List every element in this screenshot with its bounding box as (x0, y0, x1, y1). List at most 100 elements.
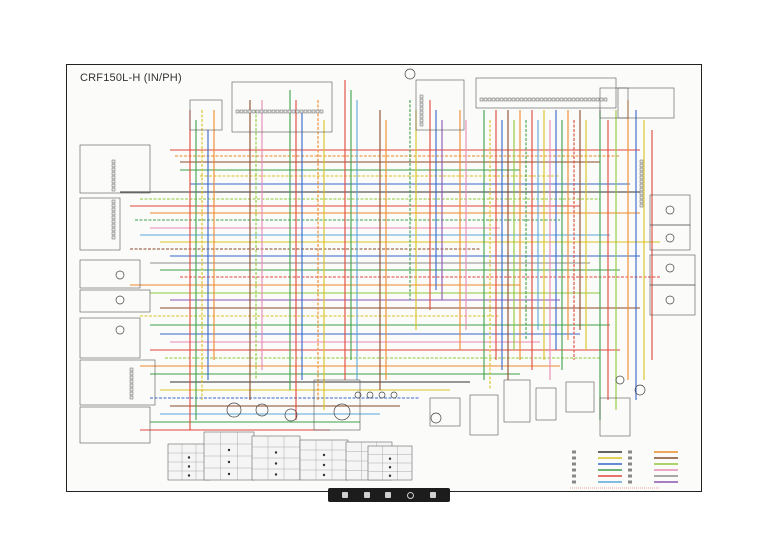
ecu-connector-pin-2 (487, 97, 492, 102)
meter-connector-pin-5 (111, 219, 116, 224)
handlebar-connector-pin-5 (111, 179, 116, 184)
ecu-connector-pin-28 (591, 97, 596, 102)
component-box-23 (469, 394, 499, 436)
ecu-connector-pin-22 (567, 97, 572, 102)
ecu-connector-pin-24 (575, 97, 580, 102)
switch-table-2-dot-1 (274, 462, 278, 465)
zoom-in-icon[interactable] (385, 492, 392, 498)
right-connector-pin-0 (639, 159, 644, 164)
right-connector-pin-10 (639, 199, 644, 204)
component-box-14 (649, 224, 691, 251)
ecu-connector-pin-16 (543, 97, 548, 102)
legend-key-7 (628, 456, 632, 460)
ecu-connector-pin-15 (539, 97, 544, 102)
component-box-22 (429, 397, 461, 427)
switch-connector-pin-14 (291, 109, 296, 114)
switch-connector-pin-6 (259, 109, 264, 114)
switch-connector-pin-19 (311, 109, 316, 114)
lower-switch-connector-pin-0 (129, 367, 134, 372)
switch-connector-pin-20 (315, 109, 320, 114)
diagram-sheet (66, 64, 702, 492)
right-connector-pin-8 (639, 191, 644, 196)
meter-connector-pin-4 (111, 215, 116, 220)
switch-connector-pin-0 (235, 109, 240, 114)
meter-connector-pin-6 (111, 223, 116, 228)
connector-blocks (111, 94, 644, 400)
page-icon[interactable] (341, 492, 348, 498)
switch-table-3-dot-1 (322, 463, 326, 467)
vertical-wires (189, 80, 653, 430)
switch-connector-pin-5 (255, 109, 260, 114)
meter-connector-pin-9 (111, 235, 116, 240)
ecu-connector-pin-13 (531, 97, 536, 102)
switch-connector-pin-11 (279, 109, 284, 114)
meter-connector-pin-8 (111, 231, 116, 236)
ecu-connector-pin-31 (603, 97, 608, 102)
component-circle-9 (115, 325, 125, 335)
horizontal-wires (120, 149, 660, 431)
component-circle-10 (665, 205, 675, 215)
ecu-connector-pin-30 (599, 97, 604, 102)
ecu-connector-pin-10 (519, 97, 524, 102)
legend-key-3 (572, 468, 576, 472)
right-connector-pin-5 (639, 179, 644, 184)
component-box-6 (79, 406, 151, 444)
switch-table-0-dot-1 (187, 465, 191, 468)
switch-connector-pin-3 (247, 109, 252, 114)
ecu-connector-pin-23 (571, 97, 576, 102)
legend-key-1 (572, 456, 576, 460)
lower-switch-connector-pin-5 (129, 387, 134, 392)
ecu-connector-pin-7 (507, 97, 512, 102)
component-circle-16 (366, 391, 374, 399)
ecu-connector-pin-0 (479, 97, 484, 102)
meter-connector-pin-1 (111, 203, 116, 208)
legend-key-10 (628, 474, 632, 478)
switch-connector-pin-9 (271, 109, 276, 114)
more-icon[interactable] (430, 492, 437, 498)
regulator-connector-pin-5 (419, 114, 424, 119)
switch-table-1-dot-2 (227, 472, 231, 476)
component-circle-13 (665, 295, 675, 305)
regulator-connector-pin-3 (419, 106, 424, 111)
component-box-10 (475, 77, 617, 109)
switch-connector-pin-1 (239, 109, 244, 114)
regulator-connector-pin-1 (419, 98, 424, 103)
component-box-1 (79, 197, 121, 251)
regulator-connector-pin-7 (419, 122, 424, 127)
component-circle-12 (665, 263, 675, 273)
right-connector-pin-11 (639, 203, 644, 208)
component-box-20 (565, 381, 595, 413)
component-box-18 (503, 379, 531, 423)
right-connector-pin-9 (639, 195, 644, 200)
meter-connector-pin-0 (111, 199, 116, 204)
regulator-connector-pin-0 (419, 94, 424, 99)
component-box-19 (535, 387, 557, 421)
regulator-connector-pin-4 (419, 110, 424, 115)
component-circle-18 (390, 391, 398, 399)
diagram-title: CRF150L-H (IN/PH) (80, 72, 182, 84)
switch-connector-pin-15 (295, 109, 300, 114)
component-box-12 (617, 87, 675, 119)
component-circle-7 (115, 270, 125, 280)
component-box-21 (599, 397, 631, 437)
regulator-connector-pin-2 (419, 102, 424, 107)
switch-tables (167, 431, 413, 481)
meter-connector-pin-3 (111, 211, 116, 216)
component-circle-11 (665, 233, 675, 243)
switch-connector-pin-10 (275, 109, 280, 114)
ecu-connector-pin-12 (527, 97, 532, 102)
meter-connector-pin-7 (111, 227, 116, 232)
regulator-connector-pin-6 (419, 118, 424, 123)
zoom-out-icon[interactable] (363, 492, 370, 498)
ecu-connector-pin-8 (511, 97, 516, 102)
component-box-16 (649, 284, 696, 316)
handlebar-connector-pin-6 (111, 183, 116, 188)
lower-switch-connector-pin-3 (129, 379, 134, 384)
component-circle-14 (430, 412, 442, 424)
lower-switch-connector-pin-6 (129, 391, 134, 396)
legend-key-9 (628, 468, 632, 472)
viewer-toolbar[interactable] (328, 488, 450, 502)
component-box-3 (79, 289, 151, 313)
search-icon[interactable] (407, 491, 415, 499)
switch-table-3-dot-0 (322, 453, 326, 457)
